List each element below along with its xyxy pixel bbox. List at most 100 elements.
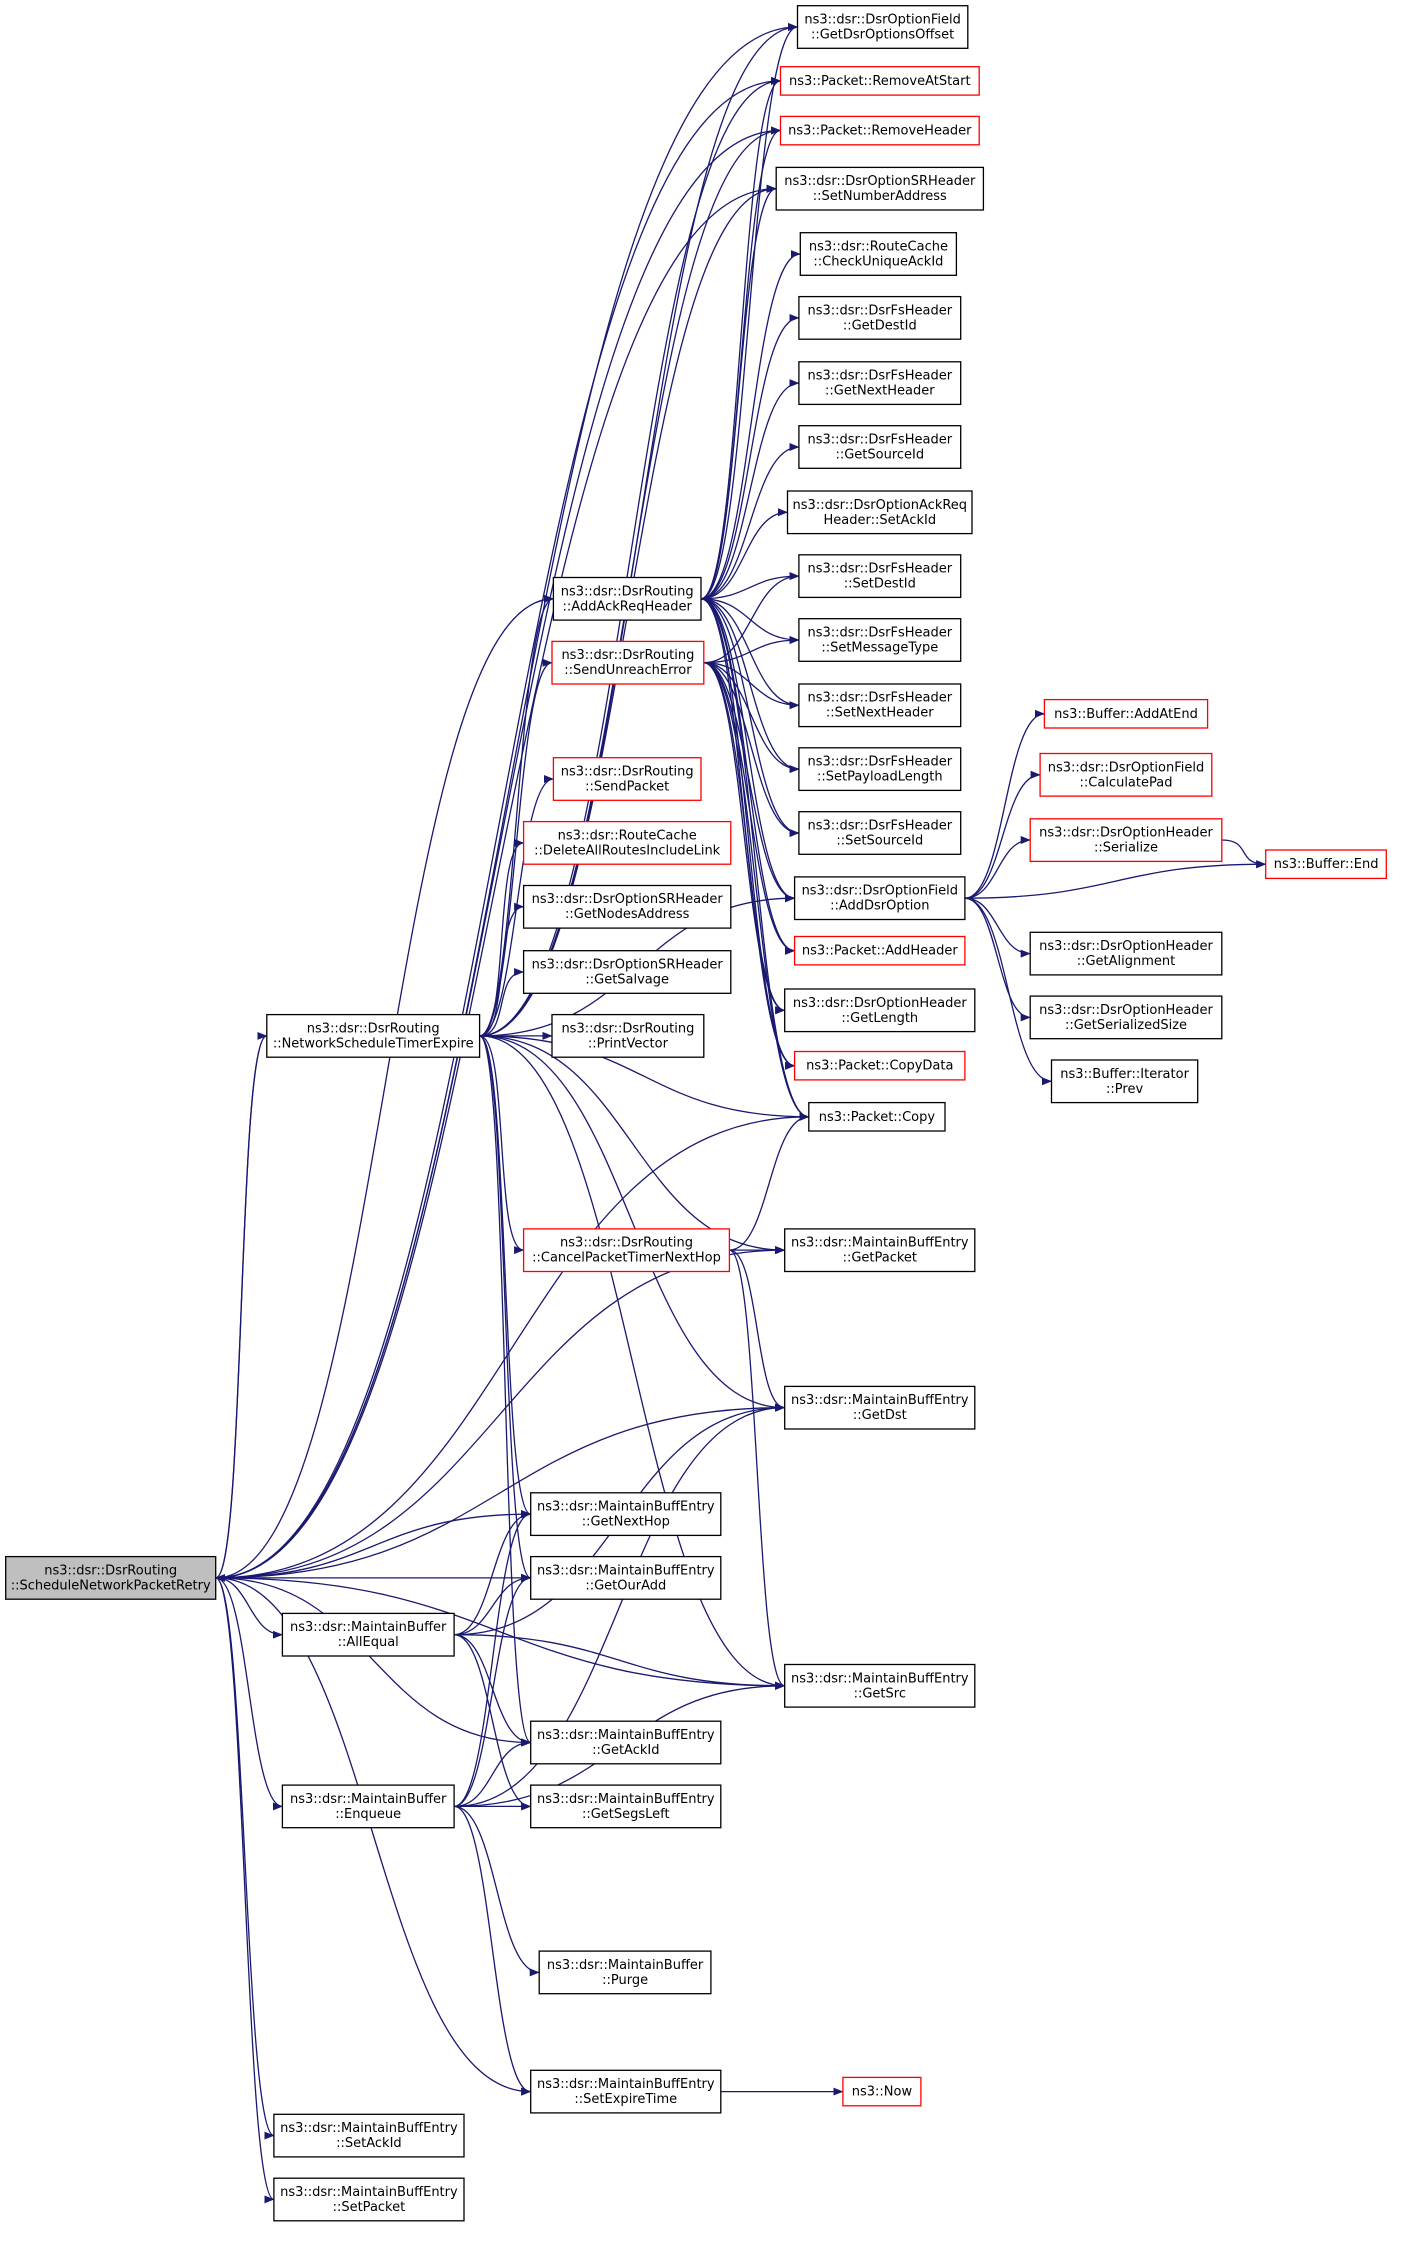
node-box <box>522 950 732 994</box>
node-bufferAddAtEnd[interactable]: ns3::Buffer::AddAtEnd <box>1043 698 1209 729</box>
node-label-line: ::AllEqual <box>338 1635 399 1650</box>
node-label-line: ns3::Packet::CopyData <box>806 1059 953 1074</box>
node-getDst[interactable]: ns3::dsr::MaintainBuffEntry::GetDst <box>784 1385 976 1430</box>
node-bufferEnd[interactable]: ns3::Buffer::End <box>1265 849 1387 880</box>
node-box <box>842 2076 922 2107</box>
node-box <box>551 1013 705 1058</box>
node-setMessageType[interactable]: ns3::dsr::DsrFsHeader::SetMessageType <box>798 618 962 662</box>
node-ackReqSetAckId[interactable]: ns3::dsr::DsrOptionAckReqHeader::SetAckI… <box>786 490 973 535</box>
edge-networkScheduleTimerExpire-to-getAckId <box>479 1035 532 1747</box>
edge-line <box>703 572 800 664</box>
edge-addAckReqHeader-to-ackReqSetAckId <box>700 508 788 600</box>
node-getNextHop[interactable]: ns3::dsr::MaintainBuffEntry::GetNextHop <box>530 1492 722 1537</box>
node-setExpireTime[interactable]: ns3::dsr::MaintainBuffEntry::SetExpireTi… <box>530 2069 722 2114</box>
node-printVector[interactable]: ns3::dsr::DsrRouting::PrintVector <box>551 1013 705 1058</box>
edge-root-to-enqueue <box>215 1577 283 1811</box>
node-label-line: ::GetLength <box>841 1011 918 1026</box>
node-label-line: Header::SetAckId <box>823 513 936 528</box>
node-label-line: ::GetSalvage <box>585 973 669 988</box>
node-label-line: ns3::Buffer::AddAtEnd <box>1054 707 1198 722</box>
node-purge[interactable]: ns3::dsr::MaintainBuffer::Purge <box>538 1950 712 1995</box>
node-addHeader[interactable]: ns3::Packet::AddHeader <box>793 935 966 966</box>
edge-addAckReqHeader-to-setMessageType <box>700 598 800 644</box>
node-sendPacket[interactable]: ns3::dsr::DsrRouting::SendPacket <box>552 757 702 801</box>
node-serialize[interactable]: ns3::dsr::DsrOptionHeader::Serialize <box>1029 818 1223 863</box>
node-getAckId[interactable]: ns3::dsr::MaintainBuffEntry::GetAckId <box>530 1720 722 1765</box>
node-setDestId[interactable]: ns3::dsr::DsrFsHeader::SetDestId <box>798 554 962 599</box>
node-removeAtStart[interactable]: ns3::Packet::RemoveAtStart <box>779 66 980 96</box>
node-addAckReqHeader[interactable]: ns3::dsr::DsrRouting::AddAckReqHeader <box>552 576 702 621</box>
node-setSourceId[interactable]: ns3::dsr::DsrFsHeader::SetSourceId <box>798 811 962 855</box>
node-label-line: ::SetPacket <box>333 2200 406 2215</box>
edge-line <box>215 1577 532 1747</box>
node-label-line: ::CheckUniqueAckId <box>813 255 943 270</box>
node-label-line: ns3::dsr::DsrFsHeader <box>807 369 952 384</box>
edge-line <box>479 1035 786 1255</box>
node-iteratorPrev[interactable]: ns3::Buffer::Iterator::Prev <box>1050 1059 1199 1104</box>
edge-line <box>215 1577 283 1639</box>
node-getNodesAddress[interactable]: ns3::dsr::DsrOptionSRHeader::GetNodesAdd… <box>522 884 732 929</box>
node-box <box>784 1663 976 1708</box>
node-networkScheduleTimerExpire[interactable]: ns3::dsr::DsrRouting::NetworkScheduleTim… <box>266 1013 481 1058</box>
node-sendUnreachError[interactable]: ns3::dsr::DsrRouting::SendUnreachError <box>551 640 705 685</box>
edge-line <box>479 1035 532 1582</box>
node-setNextHeader[interactable]: ns3::dsr::DsrFsHeader::SetNextHeader <box>798 683 962 728</box>
node-label-line: ::Prev <box>1106 1082 1143 1097</box>
node-now[interactable]: ns3::Now <box>842 2076 922 2107</box>
node-calculatePad[interactable]: ns3::dsr::DsrOptionField::CalculatePad <box>1039 752 1213 797</box>
node-box <box>775 166 985 211</box>
node-getNextHeader[interactable]: ns3::dsr::DsrFsHeader::GetNextHeader <box>798 361 962 406</box>
edge-networkScheduleTimerExpire-to-getNodesAddress <box>479 902 525 1037</box>
node-setPacket[interactable]: ns3::dsr::MaintainBuffEntry::SetPacket <box>273 2177 465 2222</box>
node-label-line: ns3::dsr::DsrOptionHeader <box>1039 826 1213 841</box>
node-label-line: ns3::Buffer::End <box>1274 857 1379 872</box>
edge-line <box>703 662 800 710</box>
edge-line <box>215 126 781 1579</box>
edge-line <box>479 968 525 1037</box>
node-label-line: ns3::dsr::DsrFsHeader <box>807 819 952 834</box>
node-getSegsLeft[interactable]: ns3::dsr::MaintainBuffEntry::GetSegsLeft <box>530 1784 722 1829</box>
edge-networkScheduleTimerExpire-to-getNextHop <box>479 1035 532 1518</box>
node-packetCopy[interactable]: ns3::Packet::Copy <box>808 1101 946 1132</box>
node-addDsrOption[interactable]: ns3::dsr::DsrOptionField::AddDsrOption <box>793 876 966 921</box>
node-getPacket[interactable]: ns3::dsr::MaintainBuffEntry::GetPacket <box>784 1228 976 1273</box>
node-checkUniqueAckId[interactable]: ns3::dsr::RouteCache::CheckUniqueAckId <box>799 232 958 276</box>
edge-networkScheduleTimerExpire-to-getSalvage <box>479 968 525 1037</box>
node-setNumberAddress[interactable]: ns3::dsr::DsrOptionSRHeader::SetNumberAd… <box>775 166 985 211</box>
node-root[interactable]: ns3::dsr::DsrRouting::ScheduleNetworkPac… <box>5 1555 217 1600</box>
node-cancelPacketTimer[interactable]: ns3::dsr::DsrRouting::CancelPacketTimerN… <box>522 1228 731 1273</box>
node-entrySetAckId[interactable]: ns3::dsr::MaintainBuffEntry::SetAckId <box>273 2113 465 2158</box>
node-getLength[interactable]: ns3::dsr::DsrOptionHeader::GetLength <box>784 988 976 1033</box>
node-getDsrOptionsOffset[interactable]: ns3::dsr::DsrOptionField::GetDsrOptionsO… <box>796 5 969 49</box>
node-label-line: ::PrintVector <box>588 1036 669 1051</box>
edge-line <box>454 1403 786 1808</box>
node-label-line: ::GetAlignment <box>1077 954 1176 969</box>
node-label-line: ns3::Packet::AddHeader <box>802 944 958 959</box>
edge-line <box>964 897 1031 958</box>
node-box <box>273 2177 465 2222</box>
edge-sendUnreachError-to-addHeader <box>703 662 796 955</box>
edge-line <box>454 1634 786 1690</box>
edge-line <box>729 1249 786 1690</box>
node-copyData[interactable]: ns3::Packet::CopyData <box>793 1050 966 1081</box>
node-getDestId[interactable]: ns3::dsr::DsrFsHeader::GetDestId <box>798 295 962 340</box>
node-setPayloadLength[interactable]: ns3::dsr::DsrFsHeader::SetPayloadLength <box>798 747 962 792</box>
node-getSrc[interactable]: ns3::dsr::MaintainBuffEntry::GetSrc <box>784 1663 976 1708</box>
node-label-line: ns3::dsr::DsrOptionField <box>804 13 960 28</box>
edge-allEqual-to-getSrc <box>454 1634 786 1690</box>
node-getSourceId[interactable]: ns3::dsr::DsrFsHeader::GetSourceId <box>798 425 962 469</box>
node-label-line: ns3::dsr::DsrRouting <box>561 1021 694 1036</box>
edge-line <box>1221 839 1267 869</box>
node-enqueue[interactable]: ns3::dsr::MaintainBuffer::Enqueue <box>281 1784 455 1829</box>
node-getSalvage[interactable]: ns3::dsr::DsrOptionSRHeader::GetSalvage <box>522 950 732 994</box>
node-getOurAdd[interactable]: ns3::dsr::MaintainBuffEntry::GetOurAdd <box>530 1555 722 1600</box>
node-box <box>552 576 702 621</box>
edge-line <box>700 313 800 600</box>
node-getAlignment[interactable]: ns3::dsr::DsrOptionHeader::GetAlignment <box>1029 931 1223 976</box>
node-getSerializedSize[interactable]: ns3::dsr::DsrOptionHeader::GetSerialized… <box>1029 995 1223 1040</box>
node-label-line: ::CalculatePad <box>1080 775 1173 790</box>
node-deleteAllRoutes[interactable]: ns3::dsr::RouteCache::DeleteAllRoutesInc… <box>522 820 732 865</box>
edge-addAckReqHeader-to-removeAtStart <box>700 77 781 600</box>
node-removeHeader[interactable]: ns3::Packet::RemoveHeader <box>779 115 980 146</box>
node-allEqual[interactable]: ns3::dsr::MaintainBuffer::AllEqual <box>281 1612 455 1657</box>
